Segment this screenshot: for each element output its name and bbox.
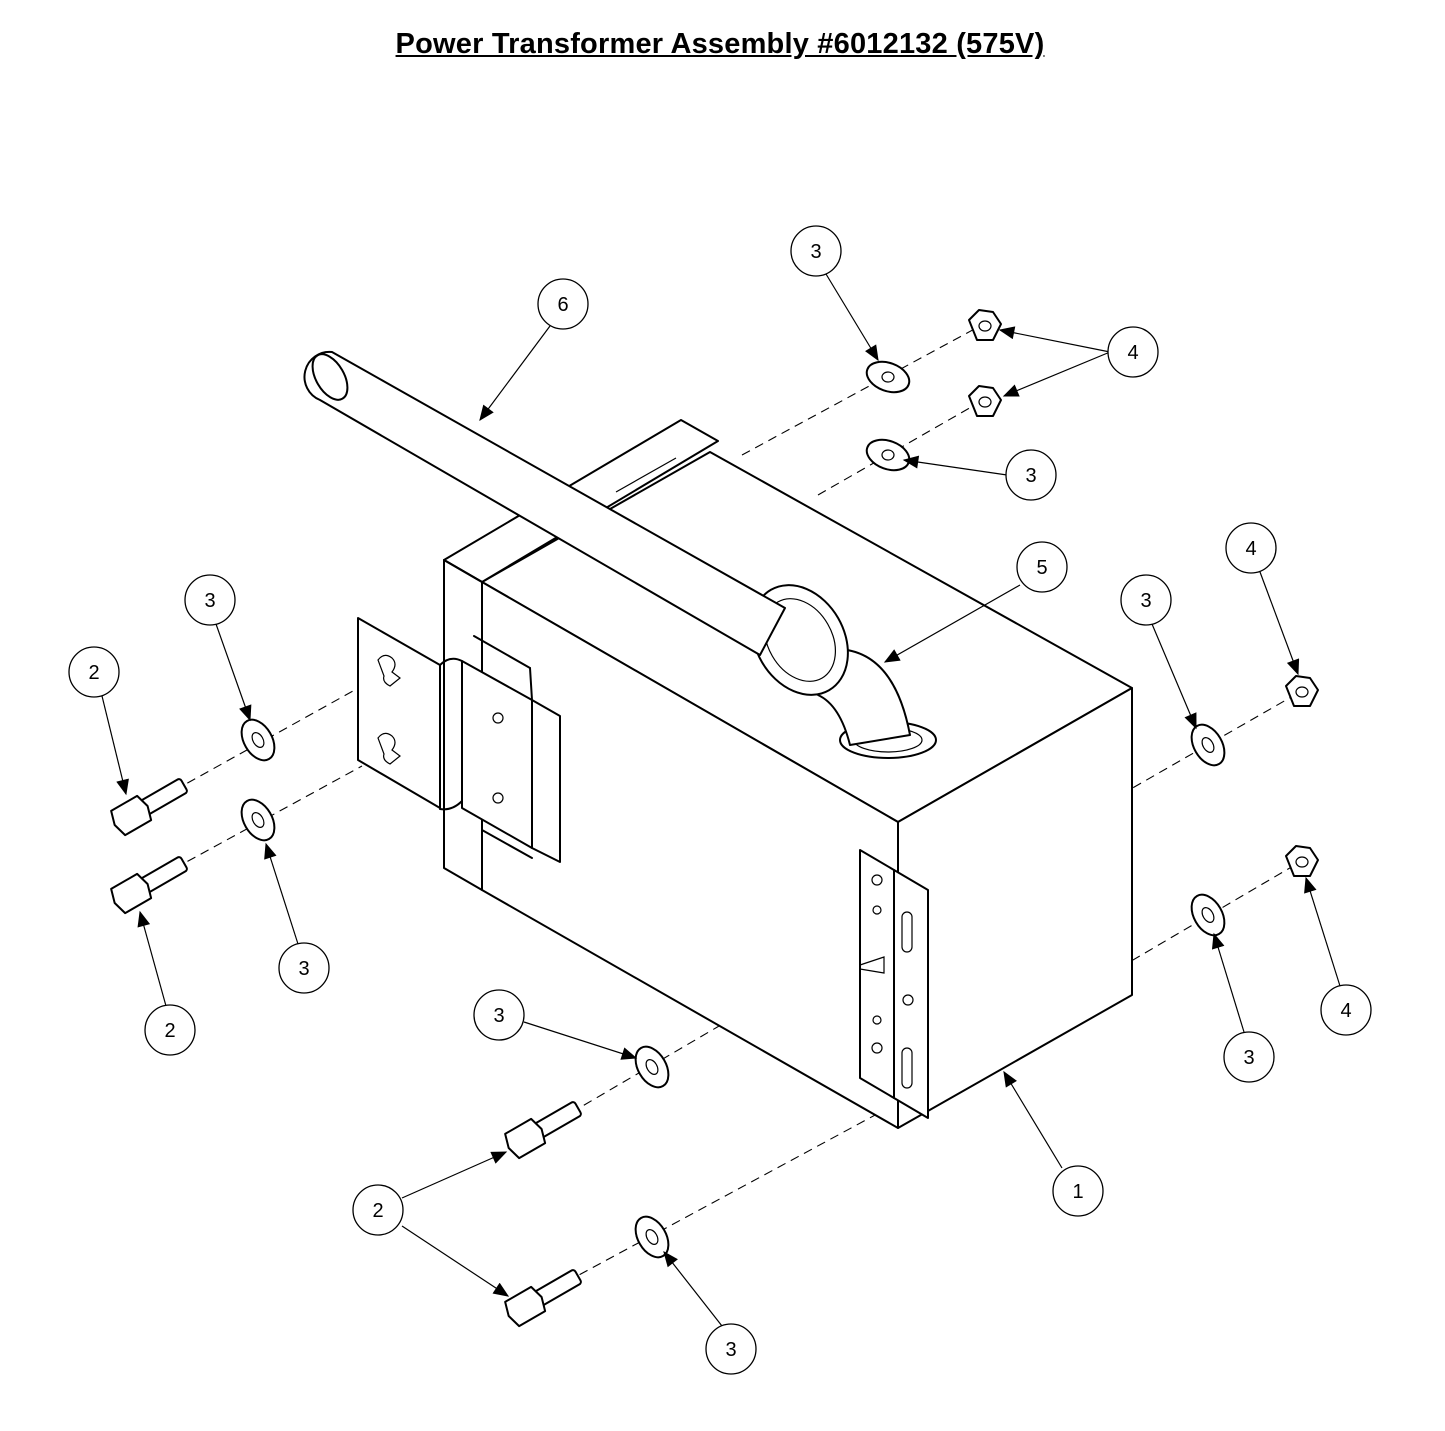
right-mounting-bracket [859, 849, 929, 1119]
svg-text:3: 3 [725, 1339, 736, 1361]
callout-bubble: 3 [473, 989, 525, 1041]
left-mounting-bracket [357, 617, 561, 863]
callout-bubble: 6 [537, 278, 589, 330]
svg-text:3: 3 [1140, 590, 1151, 612]
callout-bubble: 3 [1223, 1031, 1275, 1083]
callout-bubble: 2 [68, 646, 120, 698]
hex-bolts [110, 778, 582, 1328]
flexible-conduit [303, 350, 786, 656]
callout-bubble: 1 [1052, 1165, 1104, 1217]
svg-text:2: 2 [88, 662, 99, 684]
svg-text:2: 2 [372, 1200, 383, 1222]
callout-bubble: 5 [1016, 541, 1068, 593]
diagram-title: Power Transformer Assembly #6012132 (575… [395, 28, 1045, 60]
hex-nuts [968, 309, 1319, 877]
svg-text:3: 3 [493, 1005, 504, 1027]
callout-bubble: 4 [1225, 522, 1277, 574]
svg-text:4: 4 [1245, 538, 1256, 560]
callout-bubble: 2 [352, 1184, 404, 1236]
svg-text:3: 3 [204, 590, 215, 612]
svg-text:3: 3 [810, 241, 821, 263]
callout-bubble: 3 [790, 225, 842, 277]
svg-text:6: 6 [557, 294, 568, 316]
callout-bubble: 3 [1005, 449, 1057, 501]
callout-bubble: 3 [1120, 574, 1172, 626]
svg-text:3: 3 [1025, 465, 1036, 487]
svg-text:5: 5 [1036, 557, 1047, 579]
callout-leaders [101, 273, 1341, 1327]
callout-bubble: 3 [184, 574, 236, 626]
callout-bubble: 4 [1107, 326, 1159, 378]
svg-text:4: 4 [1127, 342, 1138, 364]
flat-washers [240, 360, 1226, 1259]
svg-text:3: 3 [1243, 1047, 1254, 1069]
svg-text:4: 4 [1340, 1000, 1351, 1022]
callout-bubble: 3 [705, 1323, 757, 1375]
callout-bubbles: 3 6 4 3 5 4 3 3 2 3 2 3 4 3 1 2 3 [68, 225, 1372, 1375]
callout-bubble: 2 [144, 1004, 196, 1056]
callout-bubble: 4 [1320, 984, 1372, 1036]
svg-text:1: 1 [1072, 1181, 1083, 1203]
svg-text:3: 3 [298, 958, 309, 980]
svg-text:2: 2 [164, 1020, 175, 1042]
callout-bubble: 3 [278, 942, 330, 994]
